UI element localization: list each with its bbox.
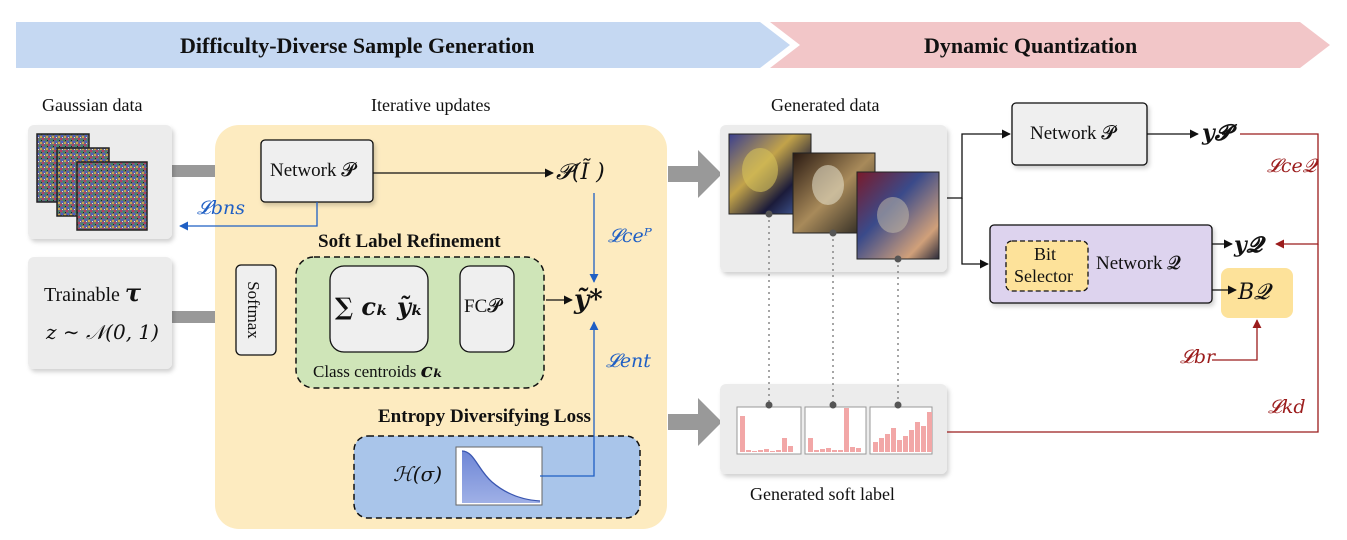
- l-bns-label: 𝓛bns: [197, 197, 245, 219]
- h-sigma-label: ℋ(σ): [393, 462, 443, 486]
- soft-label-bars: [740, 408, 932, 452]
- entropy-title: Entropy Diversifying Loss: [378, 406, 591, 427]
- soft-label-bar: [752, 451, 757, 452]
- tau-symbol: τ: [124, 278, 142, 307]
- soft-label-bar: [915, 422, 920, 452]
- soft-label-bar: [897, 440, 902, 452]
- soft-label-bar: [903, 436, 908, 452]
- arrow-lkd: [947, 244, 1319, 433]
- banner-right-title: Dynamic Quantization: [924, 33, 1138, 58]
- soft-label-bar: [891, 428, 896, 452]
- soft-label-bar: [746, 450, 751, 452]
- l-kd-label: 𝓛kd: [1268, 396, 1306, 418]
- soft-label-bar: [921, 426, 926, 452]
- soft-label-bar: [832, 450, 837, 452]
- gaussian-data-label: Gaussian data: [42, 95, 143, 115]
- z-distribution: z ∼ 𝒩(0, 1): [46, 320, 159, 344]
- noise-image-3: [76, 161, 148, 231]
- arrow-data-to-q: [961, 198, 989, 269]
- bit-selector-label-1: Bit: [1034, 244, 1057, 264]
- sum-ck-yk-box: [329, 265, 429, 353]
- trainable-panel: [28, 257, 172, 369]
- trainable-label: Trainable τ: [44, 278, 142, 307]
- soft-label-bar: [850, 447, 855, 452]
- soft-label-bar: [764, 449, 769, 452]
- l-ent-label: 𝓛ent: [606, 350, 651, 372]
- generated-soft-label-label: Generated soft label: [750, 484, 895, 504]
- soft-label-bar: [873, 442, 878, 452]
- arrow-lce-q: [1240, 133, 1319, 249]
- soft-label-bar: [808, 438, 813, 452]
- arrow-data-split: [947, 129, 1011, 199]
- generated-data-label: Generated data: [771, 95, 880, 115]
- soft-label-bar: [820, 449, 825, 452]
- banner-left-arrow: [16, 22, 790, 68]
- soft-label-bar: [909, 430, 914, 452]
- banner-left-title: Difficulty-Diverse Sample Generation: [180, 33, 535, 58]
- network-p-right-label: Network 𝓟: [1030, 123, 1115, 144]
- entropy-curve: [462, 451, 540, 503]
- soft-label-bar: [838, 450, 843, 452]
- soft-label-bar: [782, 438, 787, 452]
- soft-label-bar: [758, 450, 763, 452]
- arrow-lbr: [1212, 319, 1262, 361]
- arrow-lent: [540, 321, 599, 477]
- soft-label-bar: [776, 450, 781, 452]
- class-centroids-label: Class centroids cₖ: [313, 358, 444, 382]
- iterative-updates-label: Iterative updates: [371, 95, 491, 115]
- soft-label-bar: [740, 416, 745, 452]
- y-star-label: ỹ*: [574, 285, 603, 315]
- gray-arrow-to-softlabel: [668, 398, 722, 446]
- softmax-box: [235, 264, 277, 356]
- fc-p-box: [459, 265, 515, 353]
- arrow-lbns: [179, 202, 318, 231]
- l-ce-q-label: 𝓛ce𝓠: [1267, 155, 1317, 177]
- ck-symbol: cₖ: [420, 358, 444, 382]
- soft-label-bar: [885, 434, 890, 452]
- b-q-box: [1221, 268, 1293, 318]
- l-ce-p-label: 𝓛ceᴾ: [608, 225, 652, 247]
- soft-label-bar: [826, 448, 831, 452]
- fc-p-label: FC𝓟: [464, 296, 501, 317]
- banner-right-arrow: [770, 22, 1330, 68]
- soft-label-bar: [788, 446, 793, 452]
- bit-selector-box: [1005, 240, 1089, 292]
- soft-label-bar: [844, 408, 849, 452]
- network-p-label: Network 𝓟: [270, 160, 355, 181]
- softmax-label: Softmax: [243, 281, 263, 339]
- y-q-label: y𝓠: [1234, 232, 1263, 258]
- gray-arrow-to-data: [668, 150, 722, 198]
- soft-label-chart-2: [804, 406, 867, 455]
- l-br-label: 𝓛br: [1180, 346, 1216, 368]
- bit-selector-label-2: Selector: [1014, 266, 1073, 286]
- soft-label-bar: [879, 438, 884, 452]
- sum-ck-yk-label: ∑ cₖ ỹₖ: [335, 292, 424, 321]
- y-p-label: y𝓟: [1202, 120, 1231, 146]
- soft-label-bar: [927, 412, 932, 452]
- soft-label-bar: [856, 448, 861, 452]
- b-q-label: B𝓠: [1238, 280, 1270, 305]
- network-q-label: Network 𝓠: [1096, 253, 1181, 274]
- soft-label-bar: [814, 450, 819, 452]
- soft-label-refinement-title: Soft Label Refinement: [318, 231, 501, 252]
- p-output-label: 𝓟(Ĩ ): [556, 160, 605, 185]
- soft-label-bar: [770, 451, 775, 452]
